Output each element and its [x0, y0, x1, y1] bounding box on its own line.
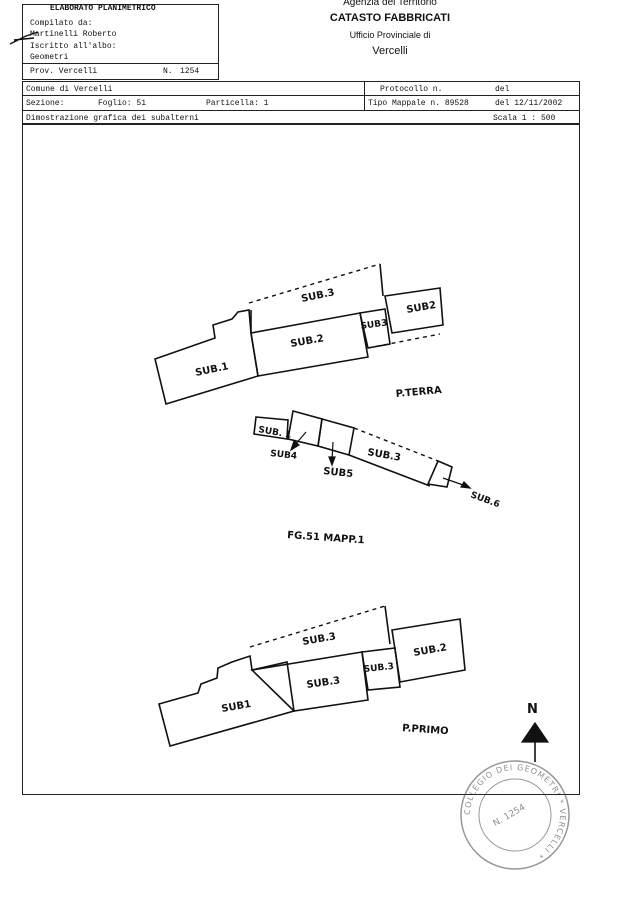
- mid-sub6-outline: [426, 459, 453, 488]
- mid-sub6-label: SUB.6: [469, 490, 501, 510]
- terra-sub1-label: SUB.1: [194, 361, 229, 379]
- compiled-by-label: Compilato da:: [30, 19, 93, 28]
- geometri-stamp: COLLEGIO DEI GEOMETRI * VERCELLI * N. 12…: [460, 760, 570, 870]
- terra-sub3-right-edge: [379, 263, 384, 297]
- primo-sub2-outline: [391, 618, 466, 683]
- tipo-mappale: Tipo Mappale n. 89528: [368, 99, 469, 108]
- agency-line: Agenzia del Territorio: [343, 0, 437, 8]
- register-label: Iscritto all'albo:: [30, 42, 117, 51]
- mid-sub1-outline: [253, 416, 289, 440]
- terra-sub2-outline: [250, 312, 369, 377]
- drawing-frame: [22, 124, 580, 795]
- mid-sub3-dashed: [353, 427, 439, 462]
- primo-sub3-small-outline: [361, 647, 401, 691]
- primo-sub3-small-label: SUB.3: [363, 662, 394, 675]
- protocollo-label: Protocollo n.: [380, 85, 443, 94]
- terra-sub2-label: SUB.2: [290, 333, 325, 350]
- particella: Particella: 1: [206, 99, 269, 108]
- terra-sub3-small-label: SUB3: [360, 318, 388, 332]
- mid-sub5-outline: [317, 417, 355, 457]
- primo-sub3-top-label: SUB.3: [302, 631, 337, 648]
- dimostrazione: Dimostrazione grafica dei subalterni: [26, 114, 199, 123]
- stamp-inner-text: N. 1254: [492, 803, 528, 829]
- terra-dashed-lower: [367, 333, 441, 349]
- city-line: Vercelli: [372, 45, 408, 57]
- primo-sub2-label: SUB.2: [413, 642, 448, 659]
- mid-sub4-outline: [287, 409, 323, 447]
- info-col-divider: [364, 81, 365, 111]
- tipo-date: del 12/11/2002: [495, 99, 563, 108]
- primo-floor-label: P.PRIMO: [402, 723, 449, 737]
- foglio: Foglio: 51: [98, 99, 147, 108]
- compiler-divider: [22, 63, 219, 64]
- sezione: Sezione:: [26, 99, 65, 108]
- terra-sub2-right-outline: [384, 287, 444, 334]
- primo-sub1-label: SUB1: [221, 699, 252, 715]
- terra-sub3-top-label: SUB.3: [300, 287, 335, 305]
- north-arrow-head: [520, 721, 550, 743]
- info-row-divider-1: [22, 95, 580, 96]
- north-label: N: [527, 702, 538, 717]
- terra-sub3-small-outline: [359, 308, 391, 349]
- province: Prov. Vercelli: [30, 67, 98, 76]
- number-value: 1254: [180, 67, 200, 76]
- signature-scribble: [9, 31, 39, 45]
- office-line: Ufficio Provinciale di: [349, 30, 431, 40]
- info-table: [22, 81, 580, 124]
- primo-sub1-outline: [158, 654, 295, 747]
- number-label: N.: [163, 67, 173, 76]
- comune: Comune di Vercelli: [26, 85, 113, 94]
- catasto-title: CATASTO FABBRICATI: [329, 12, 451, 24]
- terra-sub1-outline: [154, 309, 259, 406]
- scala: Scala 1 : 500: [493, 114, 556, 123]
- mid-sub3-label: SUB.3: [366, 447, 401, 464]
- primo-sub3-mid-label: SUB.3: [306, 675, 341, 691]
- mid-sub5-label: SUB5: [323, 466, 354, 480]
- info-row-divider-2: [22, 110, 580, 111]
- compiler-box: [22, 4, 219, 80]
- mid-ref-label: FG.51 MAPP.1: [287, 530, 365, 546]
- mid-sub4-label: SUB4: [270, 449, 298, 462]
- compiled-by-name: Martinelli Roberto: [30, 30, 117, 39]
- del-label: del: [495, 85, 510, 94]
- primo-sub3-mid-outline: [250, 651, 369, 712]
- terra-sub2-right-label: SUB2: [406, 300, 437, 316]
- primo-sub3-right-edge: [384, 605, 391, 645]
- doc-type-title: ELABORATO PLANIMETRICO: [50, 4, 156, 13]
- terra-sub3-dashed: [248, 263, 381, 304]
- register-value: Geometri: [30, 53, 69, 62]
- terra-floor-label: P.TERRA: [395, 385, 442, 400]
